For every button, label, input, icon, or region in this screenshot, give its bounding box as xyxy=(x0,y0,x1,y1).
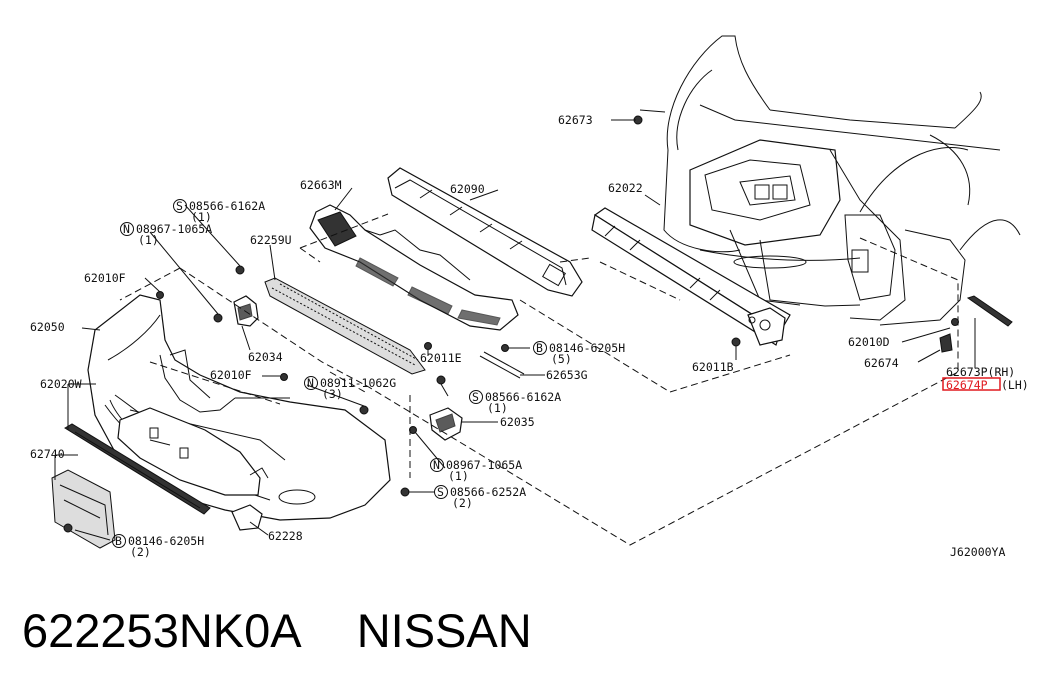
label-62259U: 62259U xyxy=(250,233,292,247)
callout-part: 08146-6205H xyxy=(549,341,625,355)
label-62653G: 62653G xyxy=(546,368,588,382)
label-62663M: 62663M xyxy=(300,178,342,192)
highlight-box xyxy=(942,377,1001,391)
label-62090: 62090 xyxy=(450,182,485,196)
bumper-bracket xyxy=(309,204,519,331)
callout-symbol: S xyxy=(176,199,183,213)
callout-part: 08566-6162A xyxy=(189,199,265,213)
energy-absorber xyxy=(387,167,583,297)
fasteners xyxy=(63,115,1013,533)
callout-part: 08146-6205H xyxy=(128,534,204,548)
callout-symbol: N xyxy=(307,376,314,390)
label-62011B: 62011B xyxy=(692,360,734,374)
leader-lines xyxy=(54,119,976,541)
label-62011E: 62011E xyxy=(420,351,462,365)
callout-part: 08566-6252A xyxy=(450,485,526,499)
callout-part: 08967-1065A xyxy=(446,458,522,472)
label-62740: 62740 xyxy=(30,447,65,461)
callout-part: 08967-1065A xyxy=(136,222,212,236)
label-62674: 62674 xyxy=(864,356,899,370)
callout-qty: (1) xyxy=(487,401,508,415)
callout-qty: (1) xyxy=(448,469,469,483)
diagram-reference: J62000YA xyxy=(950,545,1005,559)
parts-diagram: 62673 62022 62090 62663M 62259U 62010F 6… xyxy=(30,35,1029,559)
label-62035: 62035 xyxy=(500,415,535,429)
bumper-fascia xyxy=(87,294,391,521)
callout-qty: (1) xyxy=(191,210,212,224)
center-bracket xyxy=(429,407,463,441)
callout-qty: (2) xyxy=(130,545,151,559)
callout-symbol: B xyxy=(115,534,122,548)
lower-molding xyxy=(64,423,211,515)
label-62674P: 62674P xyxy=(946,378,988,392)
label-62034: 62034 xyxy=(248,350,283,364)
callout-qty: (5) xyxy=(551,352,572,366)
footer-brand: NISSAN xyxy=(356,604,532,657)
license-plate-bracket xyxy=(51,469,116,549)
hardware-callouts: S 08566-6162A (1) N 08967-1065A (1) B 08… xyxy=(112,199,625,559)
reinforcement-beam xyxy=(591,207,791,346)
callout-qty: (1) xyxy=(138,233,159,247)
callout-symbol: B xyxy=(536,341,543,355)
label-62010D: 62010D xyxy=(848,335,890,349)
label-62050: 62050 xyxy=(30,320,65,334)
callout-qty: (2) xyxy=(452,496,473,510)
label-62674P-side: (LH) xyxy=(1001,378,1029,392)
label-62020W: 62020W xyxy=(40,377,82,391)
footer-part-number: 622253NK0A xyxy=(22,604,302,657)
left-bracket xyxy=(233,295,259,327)
label-62022: 62022 xyxy=(608,181,643,195)
label-62673P-rh: 62673P(RH) xyxy=(946,365,1015,379)
label-62228: 62228 xyxy=(268,529,303,543)
callout-part: 08911-1062G xyxy=(320,376,396,390)
callout-symbol: S xyxy=(437,485,444,499)
part-labels: 62673 62022 62090 62663M 62259U 62010F 6… xyxy=(30,113,1029,559)
callout-symbol: N xyxy=(123,222,130,236)
grille-strip xyxy=(264,277,426,375)
car-body-outline xyxy=(639,35,1021,326)
footer-caption: 622253NK0A NISSAN xyxy=(22,596,532,666)
callout-symbol: N xyxy=(433,458,440,472)
label-62673: 62673 xyxy=(558,113,593,127)
label-62010F-lower: 62010F xyxy=(210,368,252,382)
hook-cover xyxy=(231,504,263,531)
label-62010F-upper: 62010F xyxy=(84,271,126,285)
assembly-lines xyxy=(119,213,959,546)
callout-symbol: S xyxy=(472,390,479,404)
callout-qty: (3) xyxy=(322,387,343,401)
callout-part: 08566-6162A xyxy=(485,390,561,404)
